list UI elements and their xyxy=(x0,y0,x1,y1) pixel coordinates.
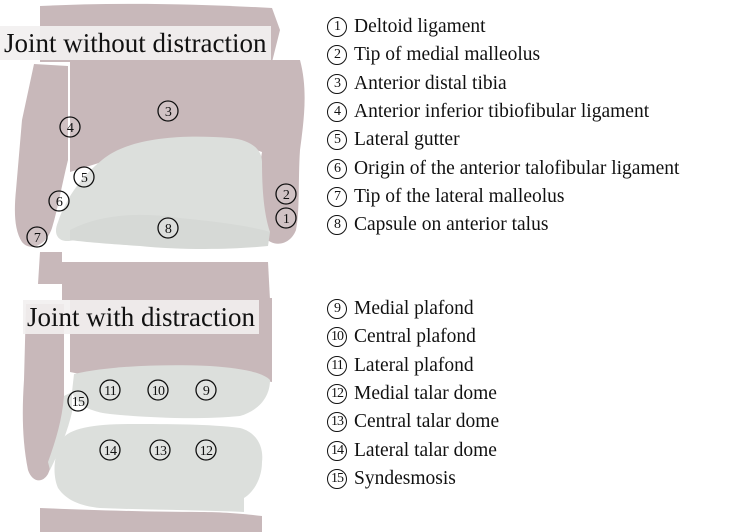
marker-2: 2 xyxy=(275,183,297,205)
legend-number: 4 xyxy=(327,102,347,123)
legend-label: Medial plafond xyxy=(354,298,474,320)
marker-14: 14 xyxy=(99,439,121,461)
legend-label: Tip of medial malleolus xyxy=(354,44,541,66)
legend-label: Lateral talar dome xyxy=(354,439,497,461)
legend-item: 15 Syndesmosis xyxy=(327,465,499,493)
marker-15: 15 xyxy=(67,390,89,412)
marker-13: 13 xyxy=(149,439,171,461)
legend-number: 6 xyxy=(327,158,347,179)
legend-item: 13 Central talar dome xyxy=(327,408,499,436)
top-fibula xyxy=(14,64,68,247)
marker-5: 5 xyxy=(73,166,95,188)
bottom-calcaneus xyxy=(40,508,262,532)
legend-item: 2 Tip of medial malleolus xyxy=(327,41,679,69)
svg-text:1: 1 xyxy=(283,212,290,227)
legend-label: Origin of the anterior talofibular ligam… xyxy=(354,157,680,179)
legend-item: 11 Lateral plafond xyxy=(327,352,499,380)
svg-text:5: 5 xyxy=(81,171,88,186)
marker-6: 6 xyxy=(48,190,70,212)
legend-label: Anterior distal tibia xyxy=(354,72,507,94)
bottom-markers: 9 10 11 12 13 14 15 xyxy=(67,379,217,461)
legend-label: Tip of the lateral malleolus xyxy=(354,185,565,207)
legend-label: Central talar dome xyxy=(354,411,500,433)
legend-item: 12 Medial talar dome xyxy=(327,380,499,408)
svg-text:13: 13 xyxy=(154,444,167,459)
legend-number: 14 xyxy=(327,440,347,461)
svg-text:4: 4 xyxy=(67,121,74,136)
legend-item: 9 Medial plafond xyxy=(327,295,499,323)
bottom-plafond-cartilage xyxy=(72,365,270,419)
bottom-fibula xyxy=(22,304,64,481)
legend-label: Syndesmosis xyxy=(354,467,456,489)
legend-number: 13 xyxy=(327,412,347,433)
bottom-tibia-upper xyxy=(62,262,270,300)
svg-text:15: 15 xyxy=(72,395,85,410)
svg-text:3: 3 xyxy=(165,105,172,120)
legend-item: 4 Anterior inferior tibiofibular ligament xyxy=(327,98,679,126)
legend-label: Medial talar dome xyxy=(354,383,497,405)
marker-11: 11 xyxy=(99,379,121,401)
legend-item: 6 Origin of the anterior talofibular liga… xyxy=(327,154,679,182)
top-talus-front xyxy=(70,214,270,249)
svg-text:7: 7 xyxy=(34,231,41,246)
legend-label: Lateral plafond xyxy=(354,354,474,376)
legend-label: Anterior inferior tibiofibular ligament xyxy=(354,101,650,123)
legend-top: 1 Deltoid ligament 2 Tip of medial malleol… xyxy=(327,13,679,239)
legend-number: 2 xyxy=(327,45,347,66)
marker-7: 7 xyxy=(26,226,48,248)
legend-number: 3 xyxy=(327,73,347,94)
bottom-fibula-stub xyxy=(38,252,62,284)
marker-3: 3 xyxy=(157,100,179,122)
legend-number: 15 xyxy=(327,468,347,489)
legend-item: 1 Deltoid ligament xyxy=(327,13,679,41)
legend-number: 5 xyxy=(327,130,347,151)
bottom-fibula-cartilage xyxy=(48,392,72,470)
marker-1: 1 xyxy=(275,207,297,229)
svg-text:10: 10 xyxy=(152,384,165,399)
legend-number: 8 xyxy=(327,215,347,236)
svg-text:12: 12 xyxy=(200,444,213,459)
svg-text:6: 6 xyxy=(56,195,63,210)
legend-number: 1 xyxy=(327,17,347,38)
top-tibia xyxy=(70,60,305,244)
bottom-talus xyxy=(54,424,263,512)
legend-item: 14 Lateral talar dome xyxy=(327,436,499,464)
top-panel-title: Joint without distraction xyxy=(0,26,271,60)
legend-item: 7 Tip of the lateral malleolus xyxy=(327,183,679,211)
marker-10: 10 xyxy=(147,379,169,401)
legend-label: Central plafond xyxy=(354,326,476,348)
legend-number: 7 xyxy=(327,186,347,207)
top-talus xyxy=(55,136,270,242)
svg-text:11: 11 xyxy=(104,384,117,399)
marker-8: 8 xyxy=(157,217,179,239)
svg-text:14: 14 xyxy=(104,444,117,459)
svg-text:8: 8 xyxy=(165,222,172,237)
legend-number: 10 xyxy=(327,327,347,348)
legend-number: 9 xyxy=(327,299,347,320)
marker-12: 12 xyxy=(195,439,217,461)
legend-label: Deltoid ligament xyxy=(354,16,486,38)
legend-item: 5 Lateral gutter xyxy=(327,126,679,154)
legend-number: 11 xyxy=(327,355,347,376)
legend-label: Lateral gutter xyxy=(354,129,460,151)
bottom-panel-title: Joint with distraction xyxy=(23,300,259,334)
marker-9: 9 xyxy=(195,379,217,401)
legend-number: 12 xyxy=(327,384,347,405)
svg-text:9: 9 xyxy=(203,384,210,399)
bottom-joint-illustration xyxy=(22,252,272,532)
legend-label: Capsule on anterior talus xyxy=(354,214,549,236)
legend-item: 10 Central plafond xyxy=(327,323,499,351)
top-markers: 1 2 3 4 5 6 7 8 xyxy=(26,100,297,248)
marker-4: 4 xyxy=(59,116,81,138)
legend-item: 8 Capsule on anterior talus xyxy=(327,211,679,239)
svg-text:2: 2 xyxy=(283,188,290,203)
legend-item: 3 Anterior distal tibia xyxy=(327,70,679,98)
